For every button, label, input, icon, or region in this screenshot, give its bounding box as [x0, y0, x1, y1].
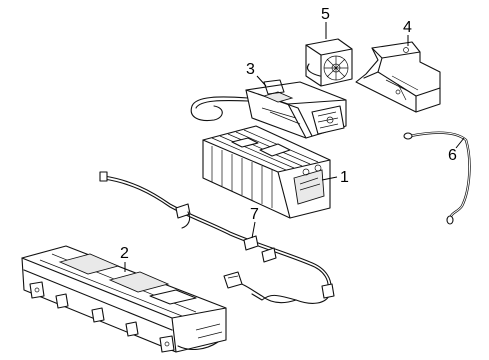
callout-6: 6 — [448, 147, 457, 164]
mounting-bracket — [355, 41, 441, 113]
callout-5: 5 — [321, 6, 330, 23]
leader-3 — [256, 75, 267, 87]
callout-1: 1 — [340, 169, 349, 186]
callout-2: 2 — [120, 245, 129, 262]
leader-7 — [251, 221, 256, 239]
callout-7: 7 — [250, 206, 259, 223]
leader-1 — [321, 176, 338, 181]
leader-6 — [455, 137, 465, 149]
battery-tray — [21, 245, 227, 353]
battery-cable — [403, 131, 471, 225]
cooling-fan — [305, 38, 353, 87]
junction-box — [190, 79, 347, 139]
callout-4: 4 — [403, 19, 412, 36]
wire-harness — [99, 171, 335, 304]
battery-module — [202, 125, 331, 219]
callout-3: 3 — [246, 61, 255, 78]
